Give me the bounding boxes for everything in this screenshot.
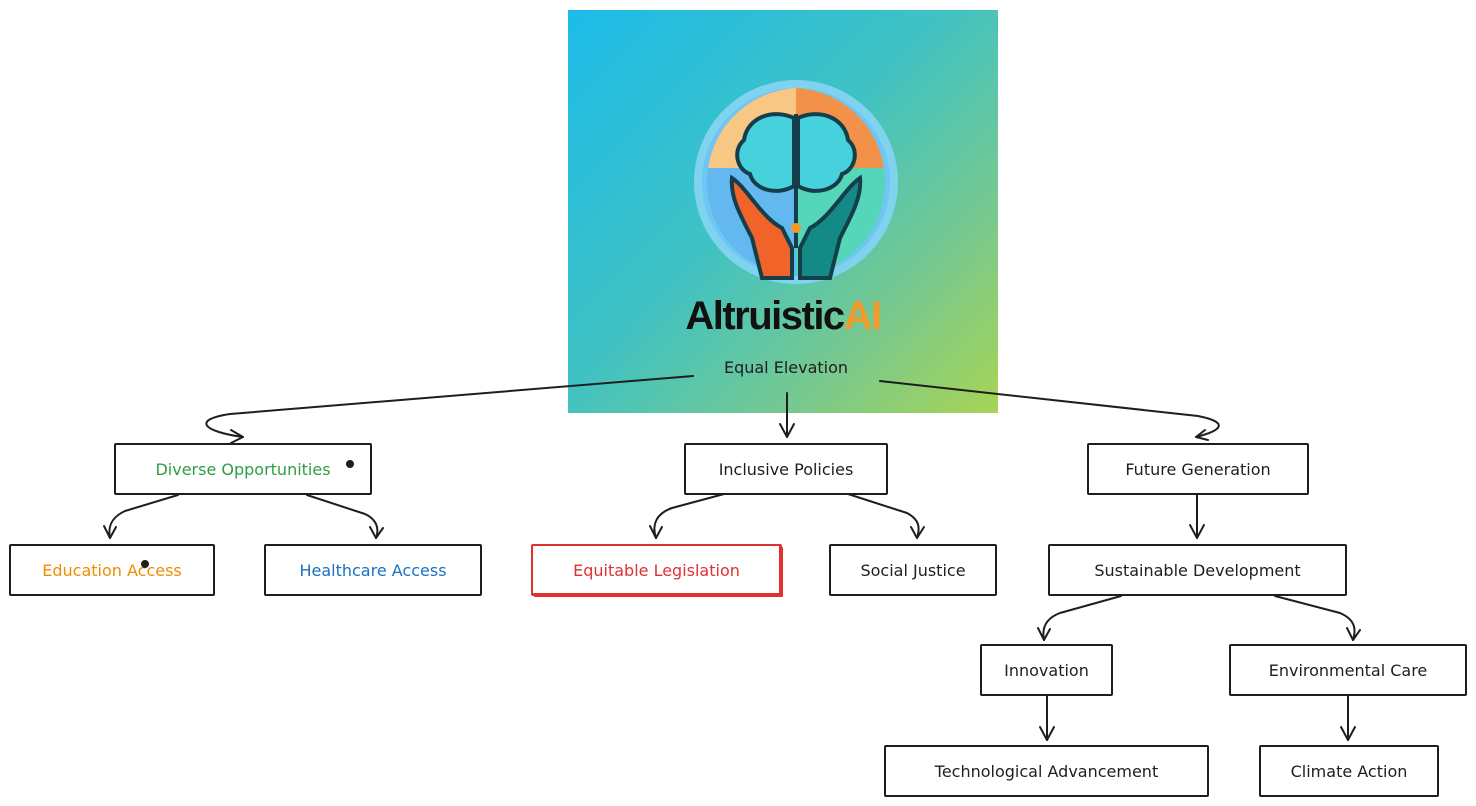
node-climate-action[interactable]: Climate Action (1259, 745, 1439, 797)
node-diverse-opportunities[interactable]: Diverse Opportunities (114, 443, 372, 495)
node-environmental-care[interactable]: Environmental Care (1229, 644, 1467, 696)
node-label: Social Justice (860, 560, 966, 580)
node-label: Environmental Care (1268, 660, 1428, 680)
node-label: Equitable Legislation (573, 560, 740, 580)
node-label: Healthcare Access (299, 560, 447, 580)
brand-accent: AI (843, 294, 883, 338)
node-social-justice[interactable]: Social Justice (829, 544, 997, 596)
node-inclusive-policies[interactable]: Inclusive Policies (684, 443, 888, 495)
logo-card: AltruisticAI (568, 10, 998, 413)
node-technological-advancement[interactable]: Technological Advancement (884, 745, 1209, 797)
brand-main: Altruistic (685, 294, 845, 338)
node-label: Technological Advancement (934, 761, 1159, 781)
node-innovation[interactable]: Innovation (980, 644, 1113, 696)
node-label: Climate Action (1290, 761, 1408, 781)
node-label: Future Generation (1125, 459, 1271, 479)
node-label: Inclusive Policies (718, 459, 854, 479)
brain-hands-icon (694, 80, 898, 284)
node-education-access[interactable]: Education Access (9, 544, 215, 596)
brand-logo-text: AltruisticAI (568, 294, 998, 339)
root-topic-label: Equal Elevation (723, 358, 849, 377)
node-label: Sustainable Development (1094, 560, 1301, 580)
bullet-dot (141, 560, 149, 568)
node-label: Education Access (42, 560, 182, 580)
bullet-dot (346, 460, 354, 468)
node-label: Innovation (1004, 660, 1089, 680)
node-label: Diverse Opportunities (155, 459, 331, 479)
node-equitable-legislation[interactable]: Equitable Legislation (531, 544, 782, 596)
node-healthcare-access[interactable]: Healthcare Access (264, 544, 482, 596)
node-sustainable-development[interactable]: Sustainable Development (1048, 544, 1347, 596)
node-future-generation[interactable]: Future Generation (1087, 443, 1309, 495)
